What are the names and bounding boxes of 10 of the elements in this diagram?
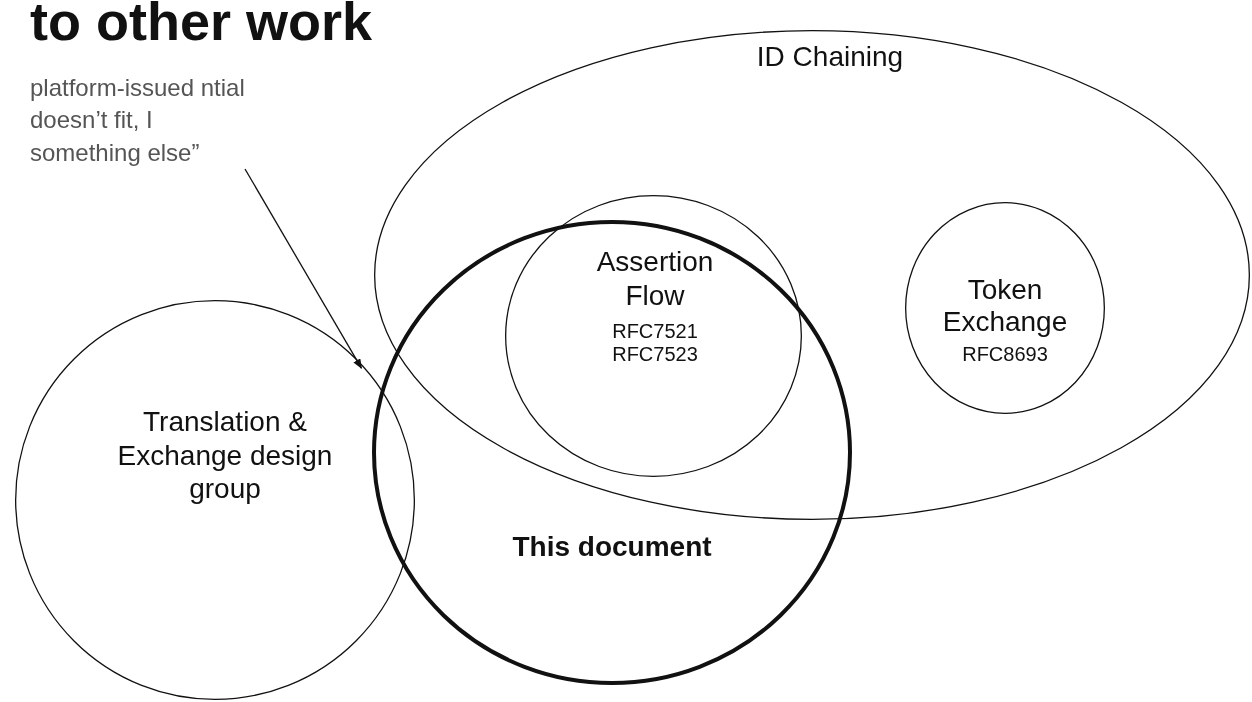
rfc-reference: RFC8693 <box>961 342 1049 366</box>
rfc-reference: RFC7521 RFC7523 <box>611 320 699 366</box>
circle-label: This document <box>511 530 713 564</box>
arrow <box>244 168 363 370</box>
quote-text: platform-issued ntial doesn’t fit, I something else” <box>30 73 245 168</box>
circle-label: Token Exchange <box>941 274 1069 339</box>
group-label: ID Chaining <box>755 40 905 74</box>
circle-label: Assertion Flow <box>595 245 715 313</box>
circle-label: Translation & Exchange design group <box>116 405 334 506</box>
slide-title: to other work <box>30 0 372 48</box>
